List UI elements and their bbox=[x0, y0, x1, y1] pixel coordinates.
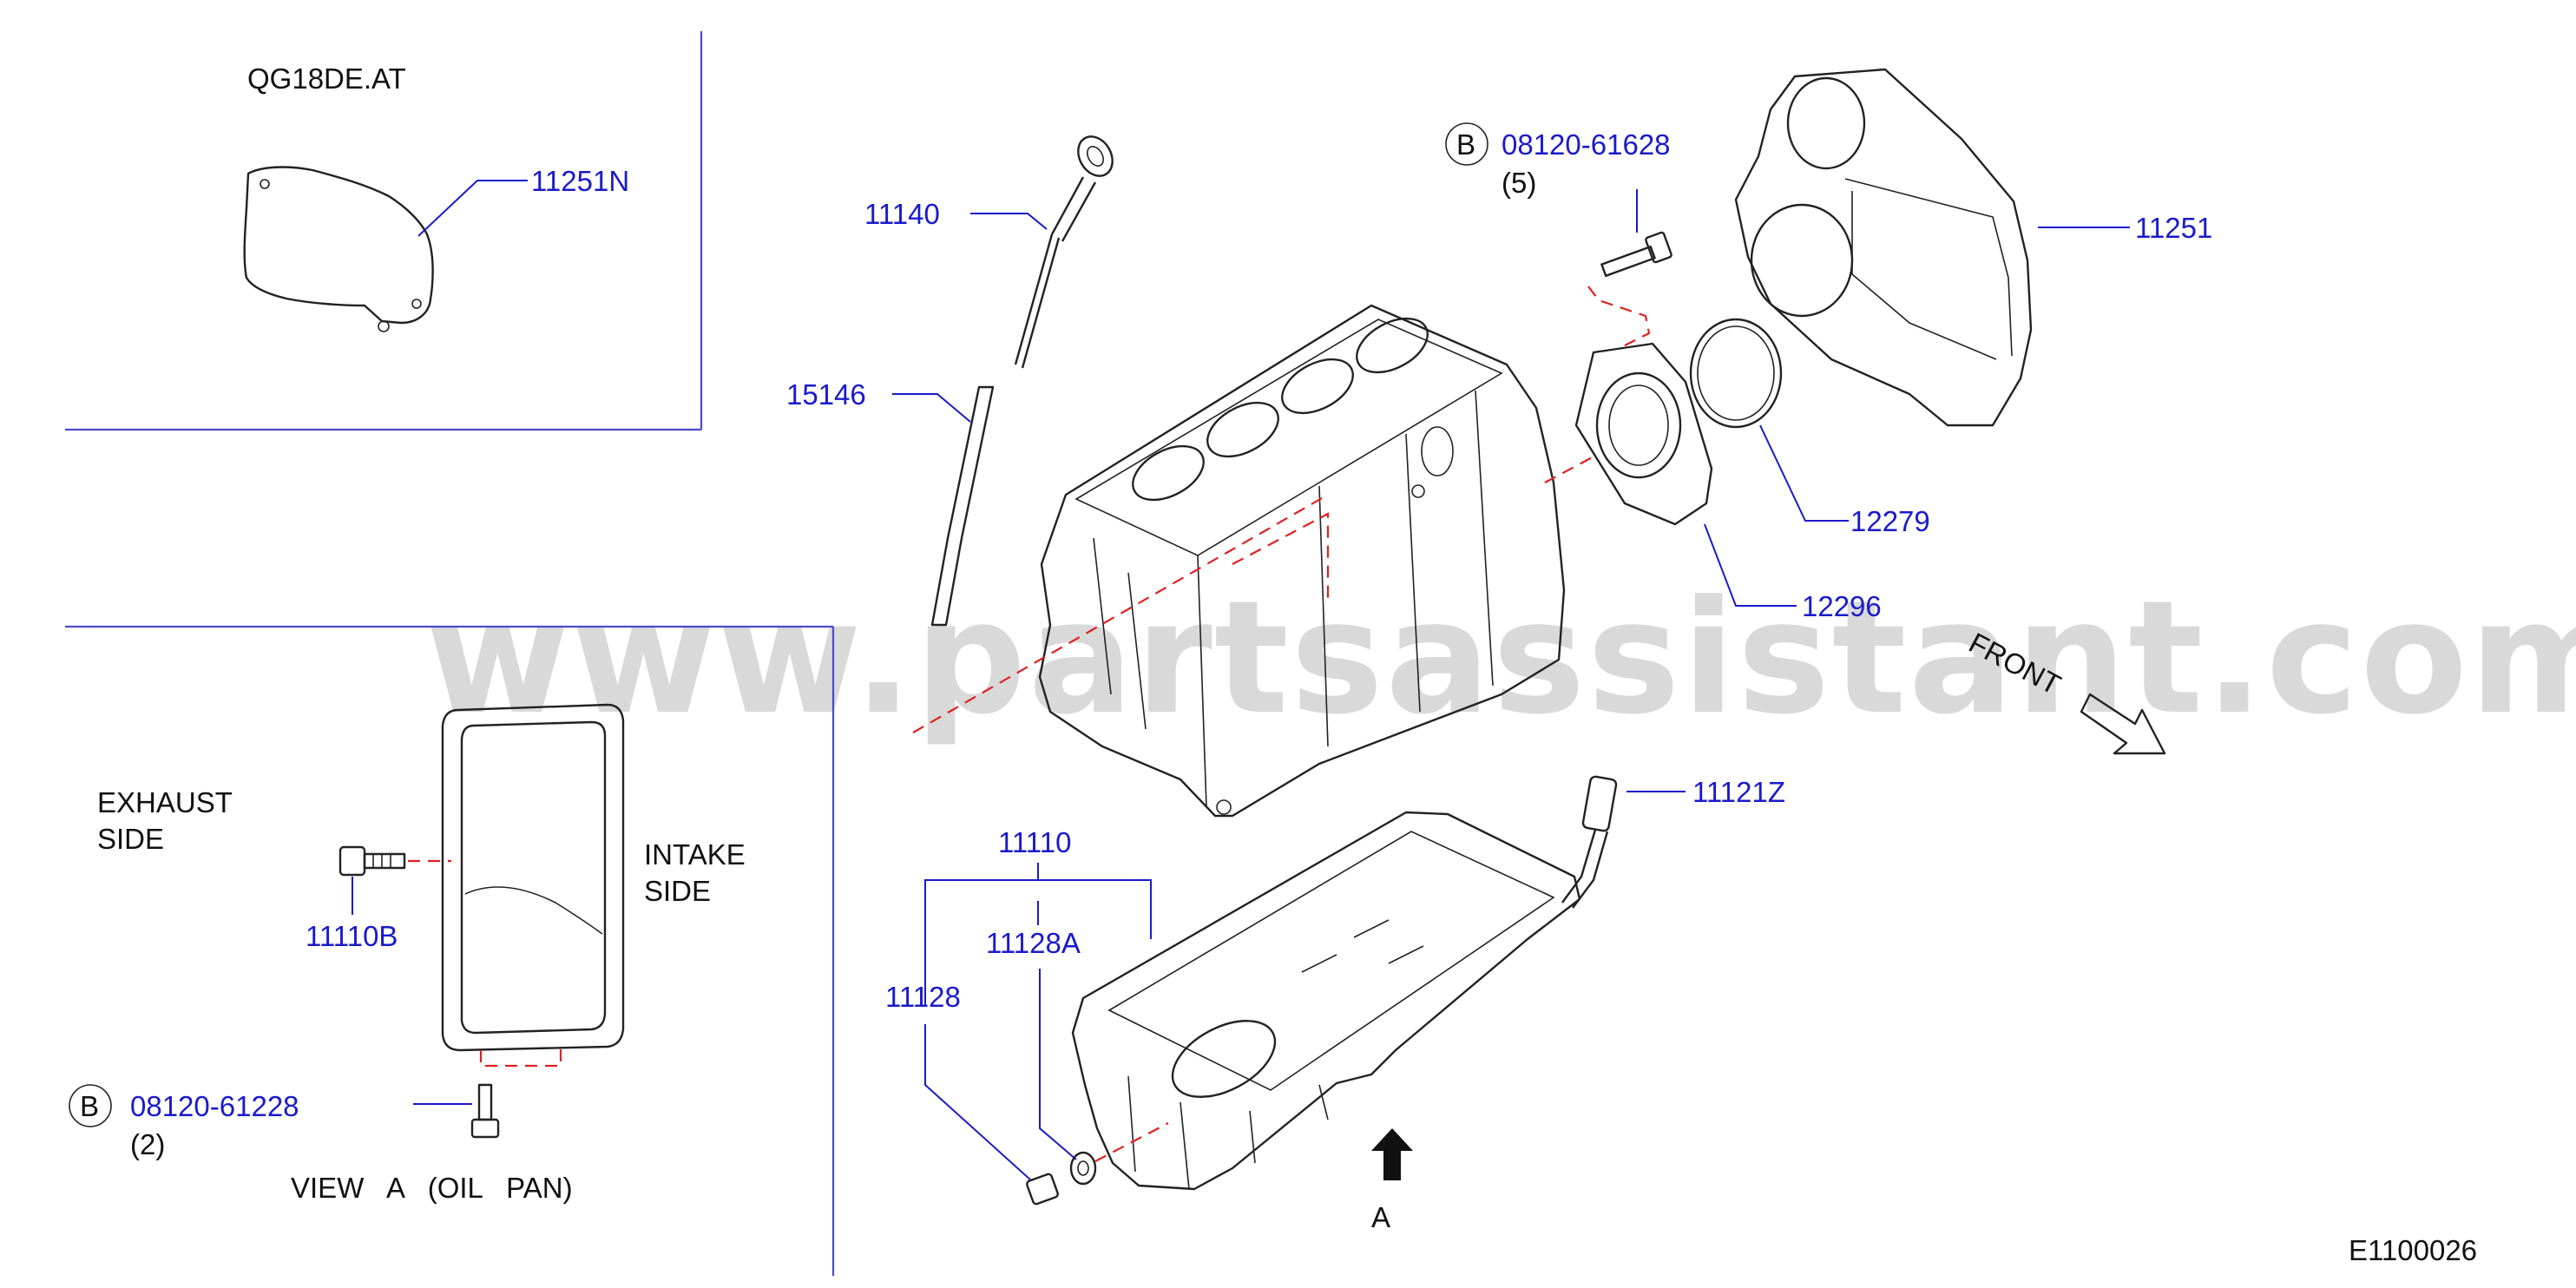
part-number-11140[interactable]: 11140 bbox=[864, 198, 940, 230]
oil-level-sensor-11121z-drawing bbox=[1561, 775, 1618, 909]
part-number-15146[interactable]: 15146 bbox=[786, 378, 866, 411]
view-a-arrow-icon bbox=[1371, 1128, 1413, 1180]
bolt-qty-main: (5) bbox=[1502, 167, 1536, 199]
gasket-11251n-drawing bbox=[243, 166, 434, 325]
intake-side-label-1: INTAKE bbox=[644, 838, 746, 871]
front-arrow-icon bbox=[2080, 693, 2166, 755]
part-number-11128a[interactable]: 11128A bbox=[986, 927, 1081, 959]
oil-pan-11110-drawing bbox=[1071, 811, 1581, 1191]
drain-plug-11128-drawing bbox=[1026, 1151, 1097, 1206]
part-number-12279[interactable]: 12279 bbox=[1850, 505, 1930, 537]
rear-plate-11251-drawing bbox=[1734, 68, 2033, 427]
dipstick-11140-drawing bbox=[1014, 135, 1114, 369]
part-number-11110[interactable]: 11110 bbox=[998, 826, 1071, 858]
watermark: www.partsassistant.com bbox=[425, 568, 2576, 749]
bolt-marker-circle bbox=[69, 1084, 112, 1127]
inset-engine-code: QG18DE.AT bbox=[247, 62, 406, 95]
part-number-12296[interactable]: 12296 bbox=[1802, 590, 1882, 622]
bolt-08120-61628-drawing bbox=[1600, 231, 1672, 278]
oil-seal-12279-drawing bbox=[1689, 318, 1783, 429]
leader-12296 bbox=[1704, 523, 1797, 607]
part-number-08120-61628[interactable]: 08120-61628 bbox=[1502, 128, 1671, 161]
view-a-caption: VIEW A (OIL PAN) bbox=[291, 1172, 573, 1204]
inset-bottom-frame bbox=[65, 625, 835, 1276]
bolt-marker-b-inset: B bbox=[80, 1090, 99, 1122]
inset-top-frame bbox=[65, 31, 703, 431]
leader-11140 bbox=[970, 213, 1048, 230]
part-number-11128[interactable]: 11128 bbox=[885, 981, 961, 1013]
dipstick-guide-15146-drawing bbox=[930, 385, 995, 627]
pan-bolt-08120-61228-drawing bbox=[470, 1083, 500, 1139]
bolt-marker-b-main: B bbox=[1456, 128, 1475, 161]
leader-11251n bbox=[417, 180, 528, 237]
leader-12279 bbox=[1759, 424, 1849, 522]
diagram-id: E1100026 bbox=[2349, 1234, 2477, 1266]
cylinder-block-drawing bbox=[1038, 304, 1566, 818]
bolt-marker-circle-main bbox=[1445, 122, 1488, 166]
leader-11128a bbox=[1039, 969, 1077, 1160]
part-number-08120-61228[interactable]: 08120-61228 bbox=[130, 1090, 299, 1122]
seal-retainer-12296-drawing bbox=[1574, 342, 1713, 526]
exhaust-side-label-2: SIDE bbox=[97, 823, 164, 855]
part-number-11251n[interactable]: 11251N bbox=[531, 165, 629, 197]
drain-bolt-11110b-drawing bbox=[338, 845, 406, 877]
view-marker-a: A bbox=[1371, 1201, 1390, 1233]
part-number-11110b[interactable]: 11110B bbox=[306, 920, 398, 952]
intake-side-label-2: SIDE bbox=[644, 875, 711, 907]
leader-15146 bbox=[892, 393, 971, 423]
part-number-11121z[interactable]: 11121Z bbox=[1692, 776, 1785, 808]
part-number-11251[interactable]: 11251 bbox=[2135, 212, 2212, 244]
oil-pan-flange-view bbox=[441, 703, 625, 1052]
exhaust-side-label-1: EXHAUST bbox=[97, 786, 233, 818]
bolt-qty-inset: (2) bbox=[130, 1128, 165, 1160]
leader-11128 bbox=[924, 1024, 1032, 1181]
